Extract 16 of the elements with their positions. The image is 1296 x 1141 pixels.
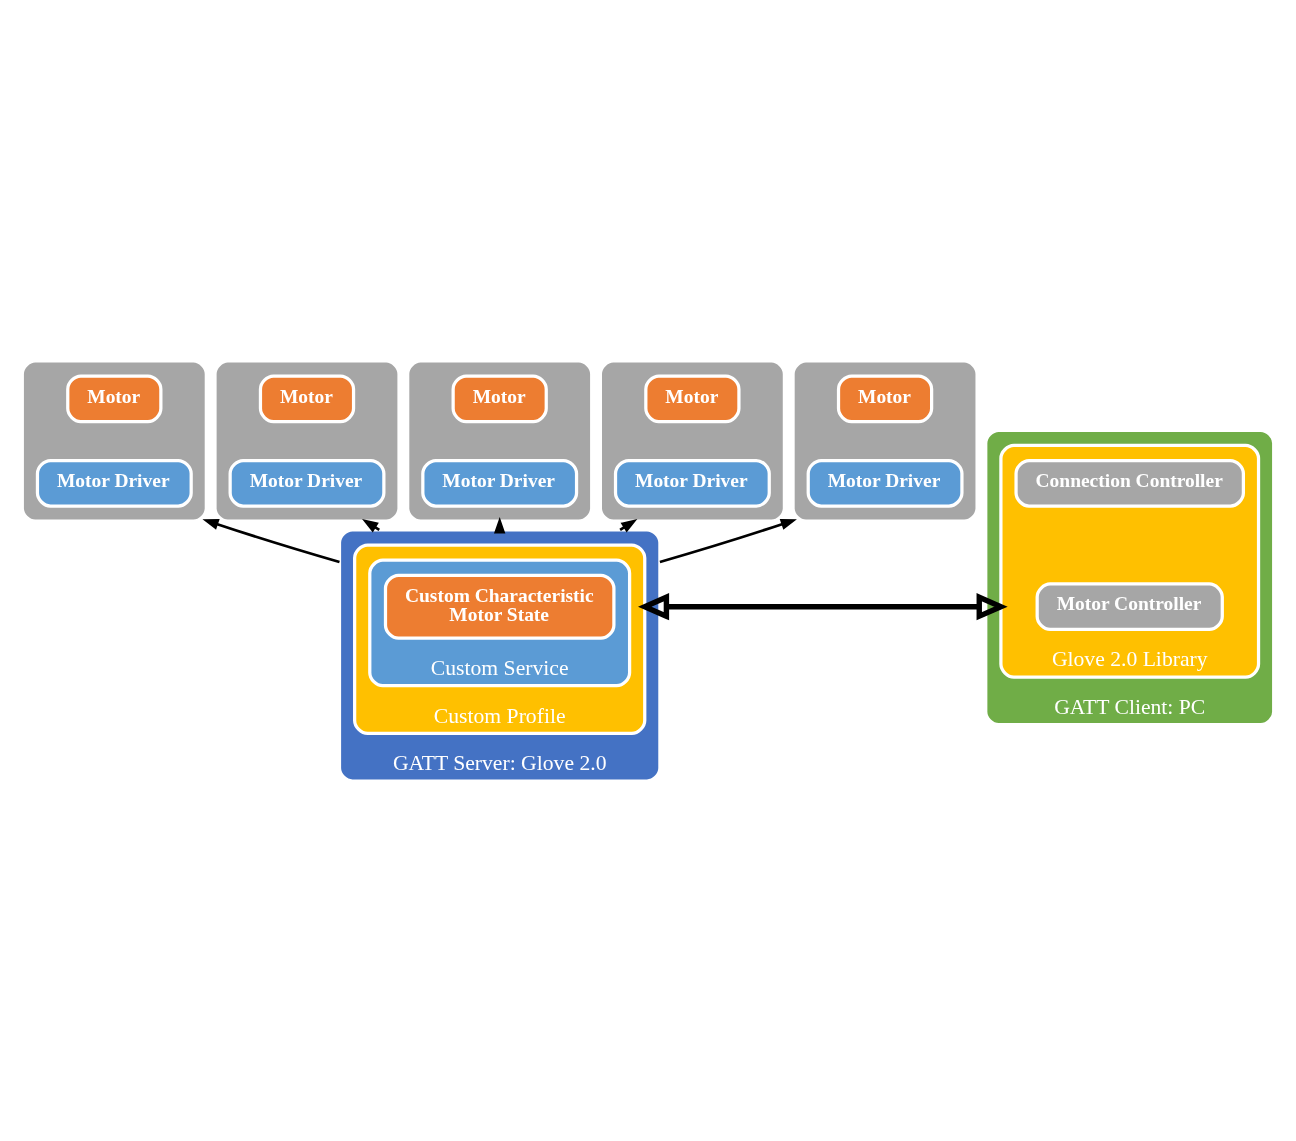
node-box: Motor Driver: [228, 458, 386, 508]
node-box: Motor Driver: [35, 458, 193, 508]
arrow: [202, 518, 340, 563]
node-box: Motor: [836, 374, 934, 423]
arrow: [659, 518, 797, 563]
node-box: Custom Characteristic Motor State: [383, 573, 616, 640]
node-box: Motor: [451, 374, 548, 423]
node-box: Motor Driver: [421, 458, 579, 508]
node-box: Motor: [644, 374, 741, 423]
node-box: Motor Controller: [1035, 581, 1224, 631]
node-box: Motor: [258, 374, 356, 423]
arrow: [638, 592, 1008, 620]
node-box: Connection Controller: [1014, 458, 1245, 508]
node-box: Motor: [66, 374, 163, 423]
node-box: Motor Driver: [806, 458, 964, 508]
node-box: Motor Driver: [613, 458, 771, 508]
